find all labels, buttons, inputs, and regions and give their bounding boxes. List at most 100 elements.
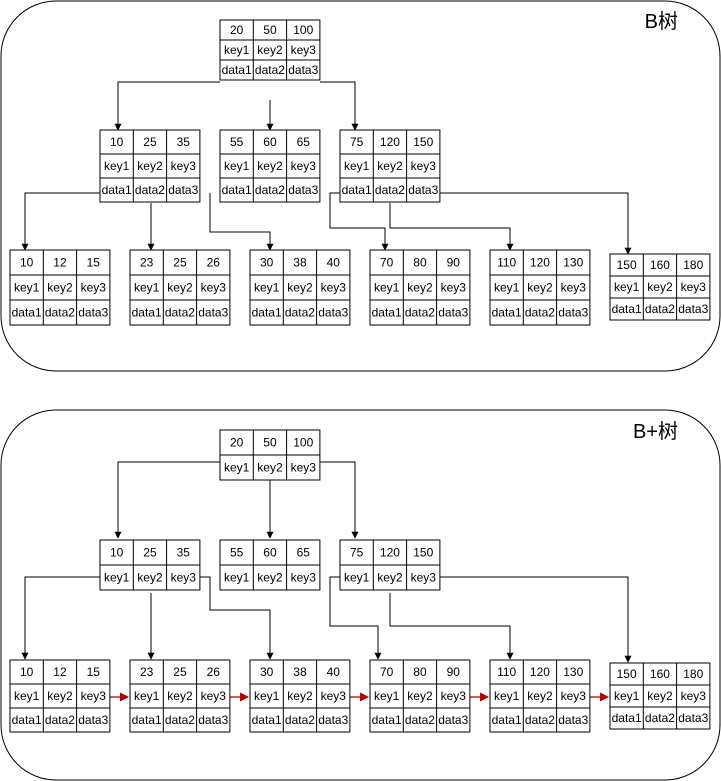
btree-leaf-node-3-key-label: key1: [254, 281, 280, 295]
bplustree-internal-node-2-key-label: key1: [224, 571, 250, 585]
bplustree-leaf-node-1-data-label: data2: [45, 713, 75, 727]
bplustree-leaf-node-5-key: 120: [530, 665, 550, 679]
btree-internal-node-3-data-label: data3: [408, 183, 438, 197]
edge-root-to-internal-1: [114, 81, 220, 131]
bplustree-internal-node-3-key-label: key2: [377, 571, 403, 585]
btree-leaf-node-2-data-label: data3: [198, 306, 228, 320]
btree-leaf-node-1-data-label: data3: [78, 306, 108, 320]
bplustree-leaf-node-2-key-label: key2: [167, 689, 193, 703]
btree-leaf-node-3-frame: [249, 249, 351, 326]
bplustree-leaf-node-1-key: 15: [87, 665, 101, 679]
bplustree-leaf-node-1-key-label: key3: [81, 689, 107, 703]
bplustree-leaf-node-4-data-label: data1: [372, 713, 402, 727]
btree-internal-node-3-key: 150: [413, 135, 433, 149]
btree-root-node-data-label: data3: [288, 63, 318, 77]
bplustree-leaf-node-1-key: 10: [20, 665, 34, 679]
btree-internal-node-3-key-label: key3: [411, 159, 437, 173]
edge-internal-3-to-leaf-4: [329, 576, 382, 660]
bplustree-root-node-key: 100: [293, 436, 313, 450]
btree-internal-node-3-key-label: key2: [377, 159, 403, 173]
btree-leaf-node-3-key: 40: [327, 256, 341, 270]
btree-internal-node-2-data-label: data1: [222, 183, 252, 197]
bplustree-internal-node-1-key: 10: [110, 546, 124, 560]
bplustree-internal-node-2-key: 60: [263, 546, 277, 560]
btree-leaf-node-2-data-label: data1: [132, 306, 162, 320]
btree-leaf-node-5-frame: [489, 249, 591, 326]
bplustree-leaf-node-4-data-label: data2: [405, 713, 435, 727]
btree-internal-node-2-key-label: key2: [257, 159, 283, 173]
btree-leaf-node-6-key: 180: [683, 258, 703, 272]
bplustree-leaf-node-6-key: 150: [617, 667, 637, 681]
bplustree-leaf-node-4-data-label: data3: [438, 713, 468, 727]
btree-internal-node-3-data-label: data1: [342, 183, 372, 197]
bplustree-internal-node-2-key: 55: [230, 546, 244, 560]
btree-internal-node-1-key: 10: [110, 135, 124, 149]
btree-leaf-node-1-data-label: data1: [12, 306, 42, 320]
edge-internal-1-to-leaf-3: [209, 193, 274, 251]
btree-leaf-node-2-data-label: data2: [165, 306, 195, 320]
bplustree-leaf-node-1-key: 12: [53, 665, 67, 679]
bplustree-internal-node-3-key: 75: [350, 546, 364, 560]
bplustree-leaf-node-4-key-label: key3: [441, 689, 467, 703]
btree-leaf-node-5-data-label: data2: [525, 306, 555, 320]
btree-leaf-node-3-key-label: key3: [321, 281, 347, 295]
btree-leaf-node-2-key-label: key1: [134, 281, 160, 295]
bplustree-internal-node-1-key-label: key2: [137, 571, 163, 585]
btree-leaf-node-2-key-label: key2: [167, 281, 193, 295]
btree-leaf-node-1-frame: [9, 249, 111, 326]
bplustree-leaf-node-1-key-label: key1: [14, 689, 40, 703]
bplustree-edges: [21, 461, 632, 663]
btree-leaf-node-6-key: 160: [650, 258, 670, 272]
bplustree-leaf-node-5-data-label: data2: [525, 713, 555, 727]
bplustree-leaf-node-3-frame: [249, 659, 351, 733]
bplustree-leaf-node-6-key-label: key1: [614, 689, 640, 703]
bplustree-leaf-node-5-key: 130: [563, 665, 583, 679]
bplustree-leaf-node-2-data-label: data1: [132, 713, 162, 727]
btree-internal-node-1-key: 25: [143, 135, 157, 149]
btree-leaf-node-6-data-label: data2: [645, 302, 675, 316]
bplustree-leaf-node-5-key: 110: [497, 665, 516, 679]
edge-internal-3-to-leaf-5: [389, 593, 514, 660]
bplustree-leaf-node-2-key: 23: [140, 665, 154, 679]
btree-internal-node-2-key: 65: [297, 135, 311, 149]
btree-leaf-node-4-key: 70: [380, 256, 394, 270]
bplustree-internal-node-1-key-label: key1: [104, 571, 130, 585]
edge-root-to-internal-3: [320, 81, 359, 131]
edge-internal-3-to-leaf-5: [389, 203, 514, 251]
bplustree-root-node-key-label: key1: [224, 461, 250, 475]
bplustree-internal-node-3-key: 120: [380, 546, 400, 560]
btree-internal-node-2-key-label: key3: [291, 159, 317, 173]
bplustree-leaf-node-5-key-label: key2: [527, 689, 553, 703]
btree-leaf-node-5-key-label: key2: [527, 281, 553, 295]
bplustree-internal-node-1-key-label: key3: [171, 571, 197, 585]
btree-root-node-key-label: key3: [291, 43, 317, 57]
bplustree-leaf-node-1-data-label: data3: [78, 713, 108, 727]
bplustree-leaf-node-1-data-label: data1: [12, 713, 42, 727]
btree-leaf-node-6-data-label: data3: [678, 302, 708, 316]
bplustree-leaf-node-4-frame: [369, 659, 471, 733]
bplustree-leaf-node-2-data-label: data2: [165, 713, 195, 727]
btree-leaf-node-6-key-label: key1: [614, 280, 640, 294]
bplustree-leaf-node-3-key: 38: [293, 665, 307, 679]
edge-root-to-internal-3: [320, 461, 359, 539]
btree-leaf-node-5-key: 120: [530, 256, 550, 270]
btree-leaf-node-6-data-label: data1: [612, 302, 642, 316]
bplustree-leaf-node-3-data-label: data2: [285, 713, 315, 727]
btree-leaf-node-4-data-label: data3: [438, 306, 468, 320]
edge-internal-1-to-leaf-3: [200, 576, 274, 660]
btree-leaf-node-3-data-label: data1: [252, 306, 282, 320]
bplustree-leaf-node-4-key: 70: [380, 665, 394, 679]
bplustree-internal-node-3-key-label: key1: [344, 571, 370, 585]
btree-leaf-node-2-key: 25: [173, 256, 187, 270]
btree-leaf-node-4-data-label: data1: [372, 306, 402, 320]
bplustree-leaf-node-5-key-label: key3: [561, 689, 587, 703]
bplustree-internal-node-2-key-label: key3: [291, 571, 317, 585]
